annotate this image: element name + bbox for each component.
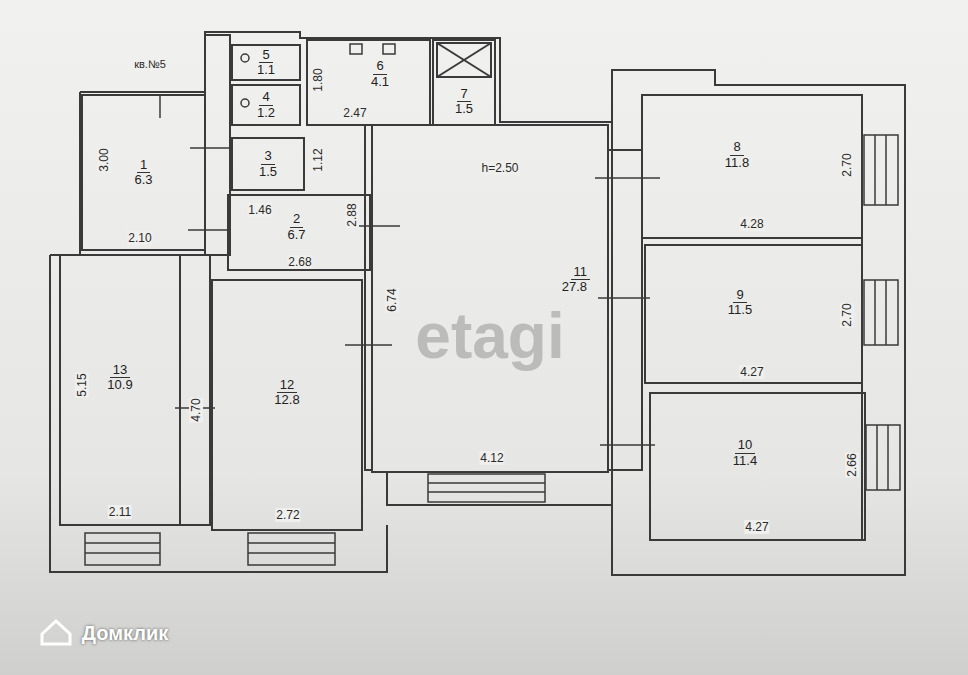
room-area-value: 10.9: [104, 378, 135, 392]
dimension: 2.72: [275, 508, 300, 522]
room-area-value: 12.8: [271, 393, 302, 407]
dimension: 2.47: [342, 106, 367, 120]
room-number: 6: [373, 59, 386, 74]
dimension: 2.70: [840, 152, 854, 177]
room-area-value: 1.2: [254, 106, 278, 120]
dimension: 1.80: [311, 67, 325, 92]
room-area-value: 4.1: [368, 75, 392, 89]
room-area-value: 6.7: [284, 228, 308, 242]
room-area: 64.1: [330, 40, 430, 108]
room-area-value: 1.5: [452, 102, 476, 116]
room-number: 10: [735, 438, 755, 453]
dimension: 2.68: [287, 255, 312, 269]
room-number: 8: [730, 140, 743, 155]
room-number: 4: [259, 90, 272, 105]
dimension: 1.12: [311, 147, 325, 172]
room-number: 11: [571, 265, 591, 280]
room-area-value: 1.5: [256, 165, 280, 179]
dimension: 5.15: [75, 372, 89, 397]
dimension: 2.88: [345, 202, 359, 227]
room-number: 13: [110, 363, 130, 378]
room-number: 9: [733, 288, 746, 303]
ceiling-height: h=2.50: [480, 161, 519, 175]
room-area-value: 6.3: [131, 173, 155, 187]
room-number: 7: [457, 87, 470, 102]
room-area: 41.2: [232, 85, 300, 125]
dimension: 4.12: [479, 451, 504, 465]
dimension: 2.10: [127, 231, 152, 245]
dimension: 4.27: [744, 520, 769, 534]
room-area-value: 11.5: [725, 303, 755, 317]
room-area: 51.1: [232, 45, 300, 80]
watermark: etagi: [414, 303, 565, 369]
room-area: 911.5: [645, 245, 835, 360]
room-area: 71.5: [433, 78, 495, 125]
unit-label: кв.№5: [133, 58, 167, 71]
room-number: 3: [261, 149, 274, 164]
dimension: 6.74: [385, 287, 399, 312]
room-area: 811.8: [642, 95, 832, 215]
room-area: 1011.4: [650, 393, 840, 513]
dimension: 2.11: [108, 505, 132, 519]
room-area: 1212.8: [212, 280, 362, 505]
room-number: 1: [137, 158, 150, 173]
room-area-value: 11.4: [730, 454, 760, 468]
dimension: 1.46: [247, 203, 272, 217]
dimension: 3.00: [97, 147, 111, 172]
room-area-value: 1.1: [254, 63, 278, 77]
room-number: 5: [259, 48, 272, 63]
dimension: 4.70: [189, 397, 203, 422]
dimension: 4.28: [739, 217, 764, 231]
dimension: 4.27: [739, 365, 764, 379]
room-number: 12: [277, 378, 297, 393]
room-area-value: 27.8: [559, 280, 590, 294]
room-number: 2: [290, 212, 303, 227]
room-area-value: 11.8: [722, 156, 752, 170]
room-area: 31.5: [232, 138, 304, 190]
room-area: 1127.8: [372, 125, 608, 472]
dimension: 2.70: [840, 302, 854, 327]
dimension: 2.66: [845, 452, 859, 477]
watermark: Домклик: [81, 622, 170, 644]
